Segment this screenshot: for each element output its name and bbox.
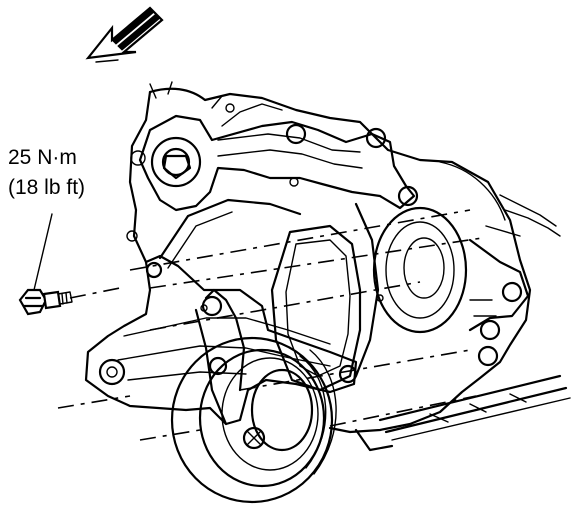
torque-imperial-label: (18 lb ft) [8, 176, 86, 199]
engine-block [128, 87, 571, 452]
pulley [170, 336, 337, 504]
upper-bracket [126, 81, 419, 242]
callout-leader [33, 213, 53, 291]
arrow-left-down-icon [85, 6, 164, 63]
torque-metric-label: 25 N·m [8, 146, 77, 169]
fastener-dots [200, 103, 384, 312]
alignment-lines [57, 209, 483, 441]
bolt-icon [18, 288, 73, 316]
lower-bracket [84, 254, 358, 426]
